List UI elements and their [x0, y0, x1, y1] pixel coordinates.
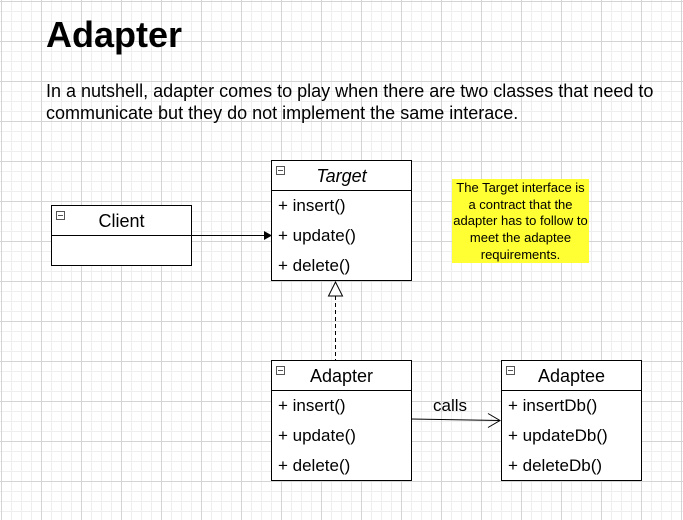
collapse-icon[interactable]	[506, 366, 515, 375]
collapse-icon[interactable]	[56, 211, 65, 220]
operation: + update()	[278, 426, 356, 445]
class-adapter[interactable]: Adapter + insert() + update() + delete()	[271, 360, 412, 481]
class-adaptee-header: Adaptee	[502, 361, 641, 391]
class-adapter-operations: + insert() + update() + delete()	[272, 391, 411, 481]
operation: + delete()	[278, 256, 351, 275]
class-adapter-header: Adapter	[272, 361, 411, 391]
page-description: In a nutshell, adapter comes to play whe…	[46, 81, 654, 123]
class-target-header: Target	[272, 161, 411, 191]
operation: + insert()	[278, 196, 346, 215]
class-adaptee-name: Adaptee	[537, 366, 606, 386]
calls-label: calls	[433, 396, 468, 415]
page-title: Adapter	[46, 14, 183, 55]
collapse-icon[interactable]	[276, 166, 285, 175]
operation: + delete()	[278, 456, 351, 475]
operation: + insertDb()	[508, 396, 598, 415]
class-client-name: Client	[98, 211, 145, 231]
class-client-header: Client	[52, 206, 191, 236]
adapter-target-realization	[327, 280, 344, 360]
class-target-name: Target	[316, 166, 367, 186]
class-adapter-name: Adapter	[309, 366, 374, 386]
class-client[interactable]: Client	[51, 205, 192, 266]
class-target[interactable]: Target + insert() + update() + delete()	[271, 160, 412, 281]
class-target-operations: + insert() + update() + delete()	[272, 191, 411, 281]
class-adaptee[interactable]: Adaptee + insertDb() + updateDb() + dele…	[501, 360, 642, 481]
operation: + deleteDb()	[508, 456, 603, 475]
operation: + update()	[278, 226, 356, 245]
client-target-association	[191, 231, 272, 240]
class-adaptee-operations: + insertDb() + updateDb() + deleteDb()	[502, 391, 641, 481]
operation: + updateDb()	[508, 426, 608, 445]
operation: + insert()	[278, 396, 346, 415]
collapse-icon[interactable]	[276, 366, 285, 375]
note-target-interface: The Target interface is a contract that …	[452, 179, 589, 263]
